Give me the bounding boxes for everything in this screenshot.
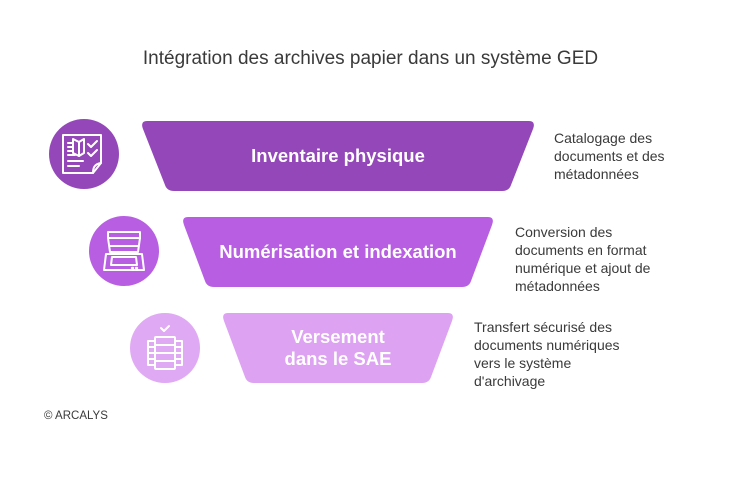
scanner-icon (103, 231, 145, 271)
stage-2-icon-circle (89, 216, 159, 286)
stage-1-label: Inventaire physique (251, 145, 425, 166)
stage-3-icon-circle (130, 313, 200, 383)
stage-3-label: Versement dans le SAE (284, 326, 392, 369)
checklist-document-icon (62, 134, 102, 174)
stage-2-label: Numérisation et indexation (219, 241, 457, 262)
stage-1-trapezoid: Inventaire physique (140, 121, 536, 191)
diagram-title: Intégration des archives papier dans un … (142, 48, 599, 69)
stage-2-description: Conversion des documents en format numér… (515, 224, 651, 294)
stage-3-description: Transfert sécurisé des documents numériq… (474, 319, 620, 389)
stage-1-icon-circle (49, 119, 119, 189)
stage-3-trapezoid: Versement dans le SAE (221, 313, 455, 383)
stage-2-trapezoid: Numérisation et indexation (181, 217, 495, 287)
stage-1-description: Catalogage des documents et des métadonn… (554, 130, 665, 182)
server-storage-check-icon (147, 325, 183, 370)
copyright: © ARCALYS (44, 410, 108, 422)
